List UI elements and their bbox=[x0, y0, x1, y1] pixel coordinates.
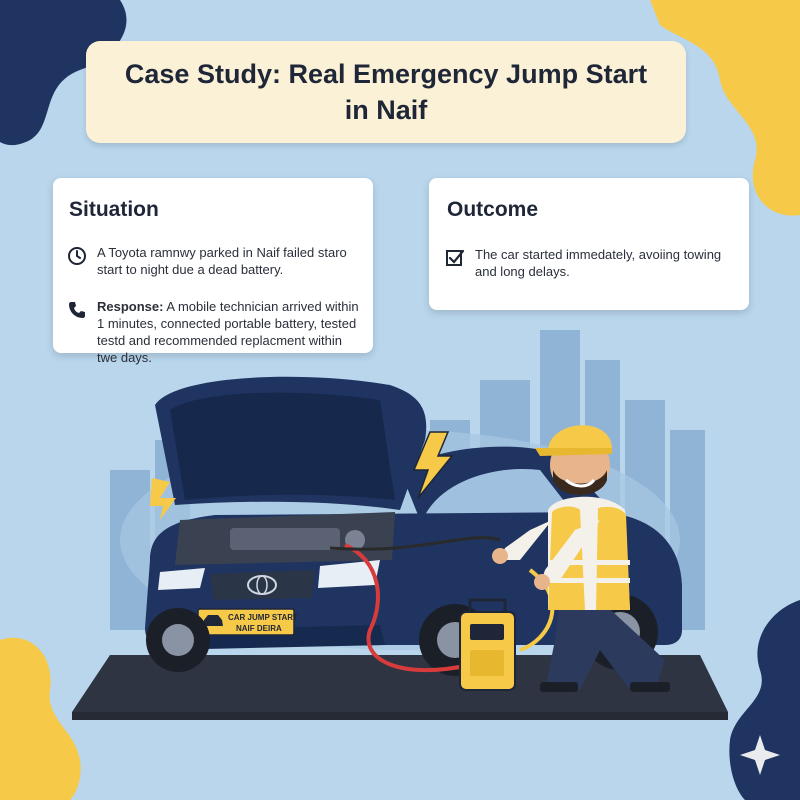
situation-heading: Situation bbox=[69, 198, 159, 221]
headlight-right bbox=[318, 560, 380, 588]
car: CAR JUMP START NAIF DEIRA bbox=[145, 376, 682, 676]
yellow-blob-bottom-left bbox=[0, 637, 81, 800]
car-icon bbox=[203, 615, 223, 626]
navy-blob-bottom-right bbox=[729, 600, 800, 800]
safety-vest bbox=[548, 506, 630, 610]
jumper-cable-red bbox=[344, 543, 471, 673]
title-card: Case Study: Real Emergency Jump Start in… bbox=[86, 41, 686, 143]
clock-icon bbox=[68, 247, 86, 265]
technician-cap bbox=[548, 425, 612, 450]
situation-item: A Toyota ramnwy parked in Naif failed st… bbox=[67, 244, 363, 278]
headlight-left bbox=[158, 568, 205, 590]
car-grille bbox=[210, 570, 315, 600]
page-title: Case Study: Real Emergency Jump Start in… bbox=[124, 59, 648, 125]
plate-line2: NAIF DEIRA bbox=[236, 624, 282, 633]
battery-booster bbox=[459, 598, 516, 691]
lightning-bolt-icon bbox=[412, 431, 454, 499]
response-item: Response: A mobile technician arrived wi… bbox=[67, 298, 363, 366]
response-label: Response: bbox=[97, 299, 164, 314]
checkbox-icon bbox=[446, 249, 465, 266]
outcome-heading: Outcome bbox=[447, 198, 539, 221]
outcome-item: The car started immedately, avoiing towi… bbox=[445, 246, 735, 280]
jumper-cable-black bbox=[329, 536, 501, 551]
yellow-blob-top-right bbox=[650, 0, 800, 216]
technician bbox=[492, 425, 670, 692]
phone-icon bbox=[69, 302, 85, 318]
navy-blob-top-left bbox=[0, 0, 127, 146]
situation-card: Situation A Toyota ramnwy parked in Naif… bbox=[53, 178, 373, 365]
car-window bbox=[425, 468, 575, 515]
sparkle-icon bbox=[740, 735, 780, 775]
technician-arm bbox=[500, 520, 552, 560]
plate-line1: CAR JUMP START bbox=[228, 613, 298, 622]
response-text: A mobile technician arrived within 1 min… bbox=[97, 299, 359, 365]
lightning-bolt-icon bbox=[150, 478, 176, 520]
technician-legs bbox=[545, 600, 665, 690]
situation-text: A Toyota ramnwy parked in Naif failed st… bbox=[97, 245, 347, 277]
outcome-card: Outcome The car started immedately, avoi… bbox=[429, 178, 749, 310]
outcome-text: The car started immedately, avoiing towi… bbox=[475, 247, 722, 279]
